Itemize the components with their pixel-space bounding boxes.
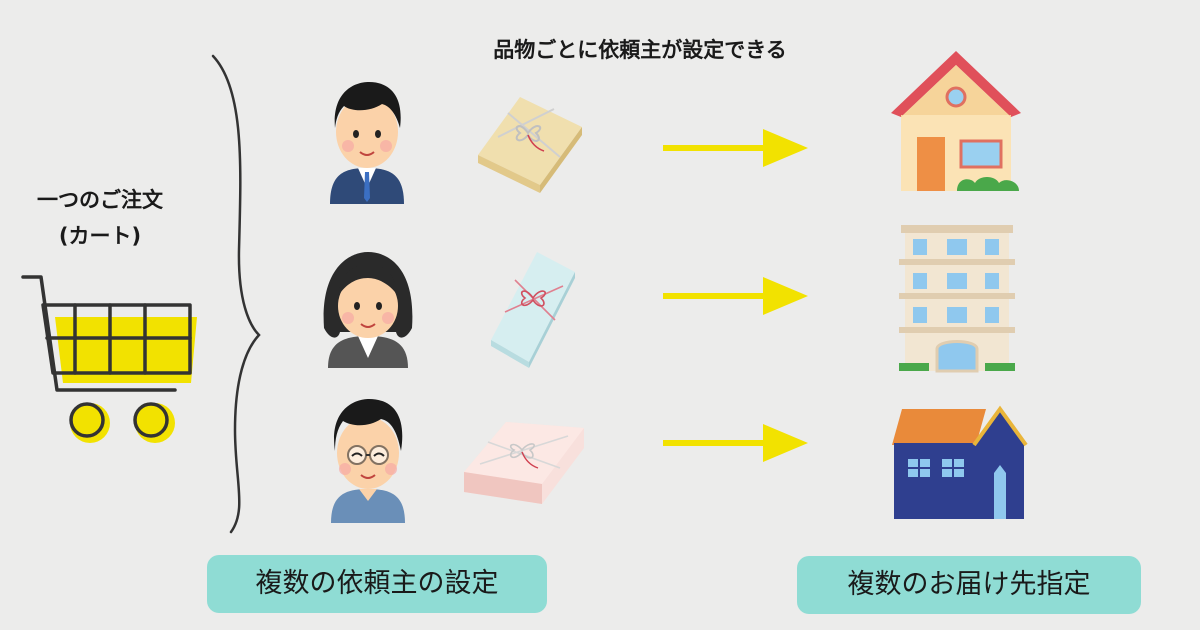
- apartment-building-icon: [899, 225, 1015, 373]
- woman-icon: [323, 252, 413, 368]
- order-label-line1: 一つのご注文: [37, 188, 163, 212]
- multiple-destinations-label: 複数のお届け先指定: [797, 556, 1141, 614]
- header-caption: 品物ごとに依頼主が設定できる: [493, 38, 787, 62]
- man-with-glasses-icon: [331, 399, 405, 523]
- order-label-line2: (カート): [58, 224, 142, 248]
- man-in-suit-icon: [330, 82, 404, 204]
- multiple-requesters-label: 複数の依頼主の設定: [207, 555, 547, 613]
- gift-box-icon: [464, 422, 584, 504]
- gift-box-icon: [491, 252, 575, 368]
- gift-box-icon: [478, 97, 582, 193]
- brace-icon: [211, 54, 261, 534]
- arrow-right-icon: [663, 277, 808, 315]
- blue-house-icon: [892, 405, 1028, 519]
- arrow-right-icon: [663, 424, 808, 462]
- house-icon: [891, 51, 1021, 191]
- shopping-cart-icon: [21, 275, 197, 443]
- order-label: 一つのご注文 (カート): [20, 182, 180, 254]
- arrow-right-icon: [663, 129, 808, 167]
